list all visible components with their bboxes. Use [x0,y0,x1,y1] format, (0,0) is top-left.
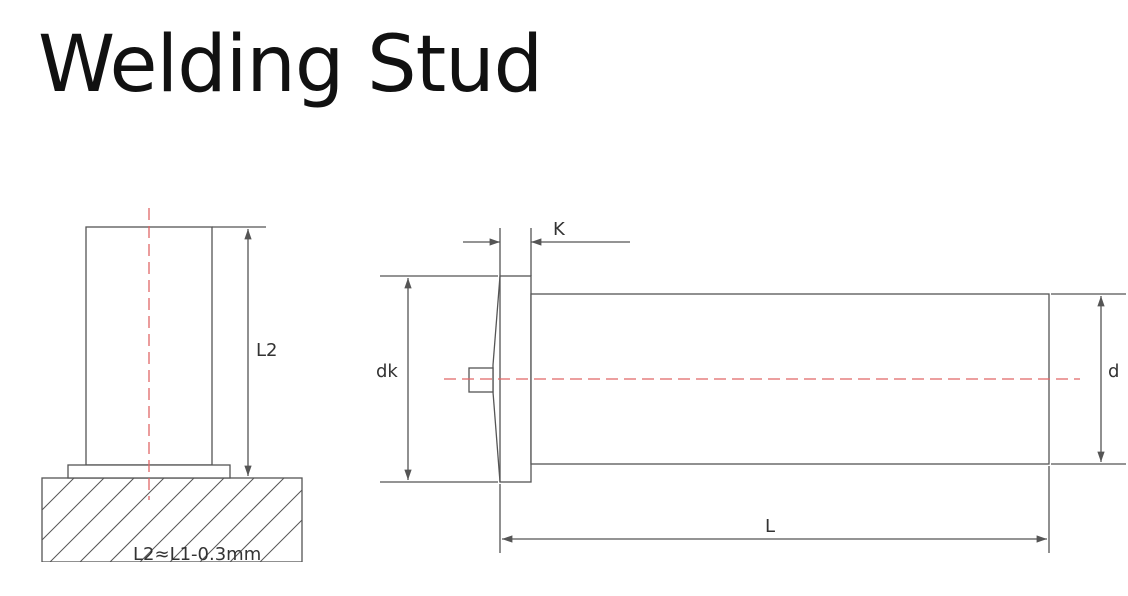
ignition-tip [468,367,494,393]
label-formula: L2≈L1-0.3mm [133,544,261,565]
side-view [40,226,304,596]
label-dk: dk [376,361,398,382]
base-plate [40,477,304,596]
front-view [380,228,1126,553]
label-l: L [765,516,775,537]
label-k: K [553,219,566,240]
page-title: Welding Stud [38,20,543,110]
label-l2: L2 [256,340,277,361]
label-d: d [1108,361,1119,382]
hatching [41,477,303,563]
